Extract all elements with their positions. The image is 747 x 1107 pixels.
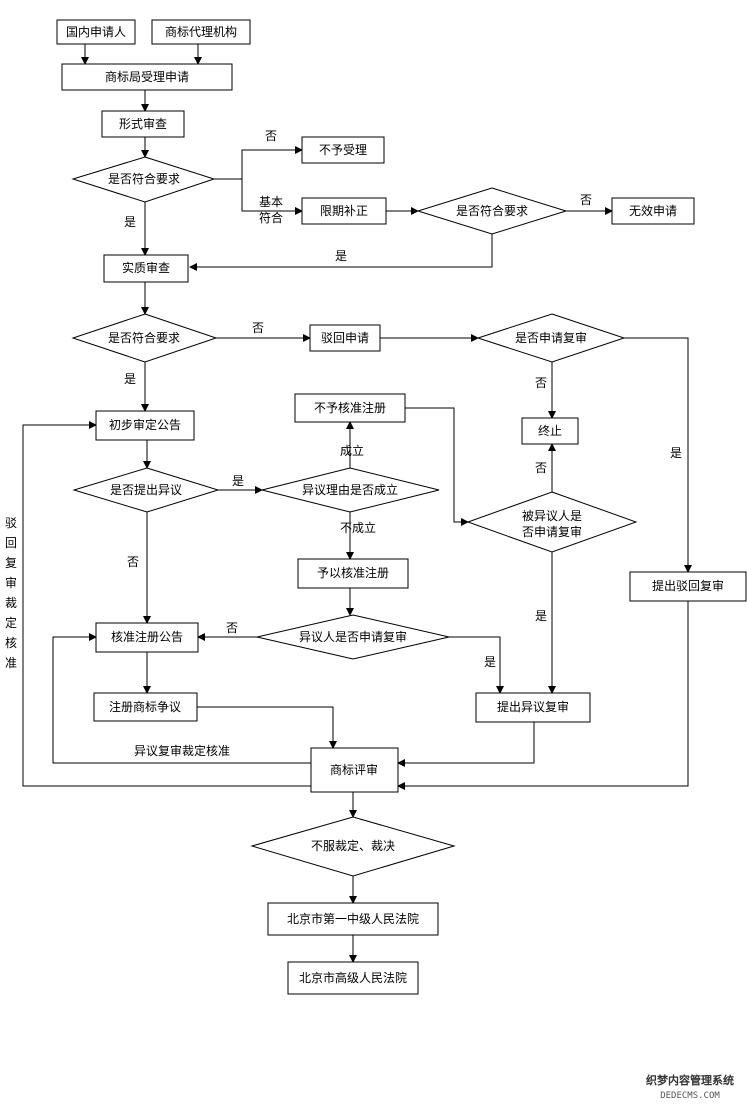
node-reject-review-submit: 提出驳回复审 — [629, 571, 747, 602]
opposed-review-line2: 否申请复审 — [522, 524, 582, 539]
svg-text:驳回申请: 驳回申请 — [321, 331, 369, 345]
label-no-4: 否 — [535, 376, 547, 390]
label-yes-2: 是 — [335, 249, 347, 263]
watermark-en: DEDECMS.COM — [660, 1091, 720, 1101]
node-reject-accept: 不予受理 — [301, 136, 385, 164]
label-no-2: 否 — [580, 193, 592, 207]
svg-text:无效申请: 无效申请 — [629, 203, 677, 218]
svg-text:提出驳回复审: 提出驳回复审 — [652, 578, 724, 593]
node-trab: 商标评审 — [310, 747, 399, 793]
decision-review: 是否申请复审 — [476, 313, 626, 363]
svg-text:注册商标争议: 注册商标争议 — [109, 699, 181, 714]
label-reject-review-approved: 驳回复审裁定核准 — [5, 516, 17, 670]
node-dispute: 注册商标争议 — [93, 692, 198, 722]
svg-text:国内申请人: 国内申请人 — [66, 25, 126, 39]
svg-text:异议理由是否成立: 异议理由是否成立 — [302, 482, 398, 497]
svg-text:是否符合要求: 是否符合要求 — [108, 330, 180, 345]
label-yes-7: 是 — [535, 609, 547, 623]
decision-opponent-review: 异议人是否申请复审 — [256, 614, 450, 660]
svg-text:终止: 终止 — [538, 423, 562, 438]
node-accept: 商标局受理申请 — [61, 63, 233, 91]
svg-text:不予核准注册: 不予核准注册 — [314, 400, 386, 415]
svg-text:是否提出异议: 是否提出异议 — [110, 482, 182, 497]
watermark-cn: 织梦内容管理系统 — [646, 1073, 734, 1087]
svg-text:北京市第一中级人民法院: 北京市第一中级人民法院 — [287, 911, 419, 926]
svg-text:是否申请复审: 是否申请复审 — [515, 330, 587, 345]
decision-objection-valid: 异议理由是否成立 — [261, 467, 440, 513]
svg-text:不服裁定、裁决: 不服裁定、裁决 — [311, 838, 395, 853]
svg-text:商标代理机构: 商标代理机构 — [165, 24, 237, 39]
node-terminate: 终止 — [521, 417, 579, 445]
edge-labels: 否 基本 符合 否 是 是 否 是 否 是 是 成立 不成立 否 否 否 是 是… — [5, 129, 682, 758]
label-yes-1: 是 — [124, 215, 136, 229]
decision-appeal: 不服裁定、裁决 — [250, 816, 456, 877]
node-obj-review-submit: 提出异议复审 — [475, 692, 591, 723]
label-established: 成立 — [340, 443, 364, 458]
label-yes-6: 是 — [484, 655, 496, 669]
label-no-6: 否 — [127, 555, 139, 569]
node-court1: 北京市第一中级人民法院 — [267, 902, 439, 936]
svg-text:不予受理: 不予受理 — [319, 143, 367, 157]
label-yes-5: 是 — [232, 474, 244, 488]
label-yes-3: 是 — [124, 372, 136, 386]
label-obj-review-approved: 异议复审裁定核准 — [134, 743, 230, 758]
svg-text:予以核准注册: 予以核准注册 — [317, 565, 389, 580]
decision-check3: 是否符合要求 — [71, 313, 218, 363]
svg-text:北京市高级人民法院: 北京市高级人民法院 — [299, 970, 407, 985]
svg-text:异议人是否申请复审: 异议人是否申请复审 — [299, 629, 407, 644]
svg-text:提出异议复审: 提出异议复审 — [497, 699, 569, 714]
svg-text:实质审查: 实质审查 — [122, 260, 170, 275]
node-substantive: 实质审查 — [103, 254, 189, 283]
node-applicant: 国内申请人 — [56, 19, 136, 45]
svg-text:核准注册公告: 核准注册公告 — [111, 629, 183, 644]
svg-text:是否符合要求: 是否符合要求 — [108, 171, 180, 186]
label-yes-4: 是 — [670, 446, 682, 460]
label-basic: 基本 — [259, 195, 283, 209]
decision-check2: 是否符合要求 — [416, 187, 568, 235]
decision-opposed-review: 被异议人是 否申请复审 — [466, 491, 638, 553]
connectors — [22, 44, 692, 963]
node-agency: 商标代理机构 — [151, 19, 251, 45]
svg-text:初步审定公告: 初步审定公告 — [109, 417, 181, 432]
svg-text:限期补正: 限期补正 — [320, 204, 368, 218]
label-not-established: 不成立 — [340, 520, 376, 535]
label-conform: 符合 — [259, 210, 283, 225]
node-invalid: 无效申请 — [611, 197, 695, 225]
svg-text:是否符合要求: 是否符合要求 — [456, 203, 528, 218]
svg-text:商标评审: 商标评审 — [330, 762, 378, 777]
svg-text:商标局受理申请: 商标局受理申请 — [105, 69, 189, 84]
node-formal-exam: 形式审查 — [101, 110, 185, 138]
svg-text:形式审查: 形式审查 — [119, 116, 167, 131]
opposed-review-line1: 被异议人是 — [522, 509, 582, 523]
node-prelim: 初步审定公告 — [95, 410, 195, 441]
label-no-5: 否 — [535, 461, 547, 475]
watermark: 织梦内容管理系统 DEDECMS.COM — [646, 1073, 734, 1101]
node-reject-app: 驳回申请 — [309, 324, 381, 352]
node-correction: 限期补正 — [301, 197, 387, 225]
decision-check1: 是否符合要求 — [71, 156, 216, 203]
label-no-1: 否 — [265, 129, 277, 143]
label-no-3: 否 — [252, 321, 264, 335]
decision-objection: 是否提出异议 — [72, 467, 220, 513]
node-reg-announce: 核准注册公告 — [95, 622, 199, 653]
label-no-7: 否 — [226, 621, 238, 635]
node-approve-reg: 予以核准注册 — [297, 558, 409, 589]
node-court2: 北京市高级人民法院 — [287, 961, 419, 995]
node-no-approval: 不予核准注册 — [294, 393, 406, 423]
